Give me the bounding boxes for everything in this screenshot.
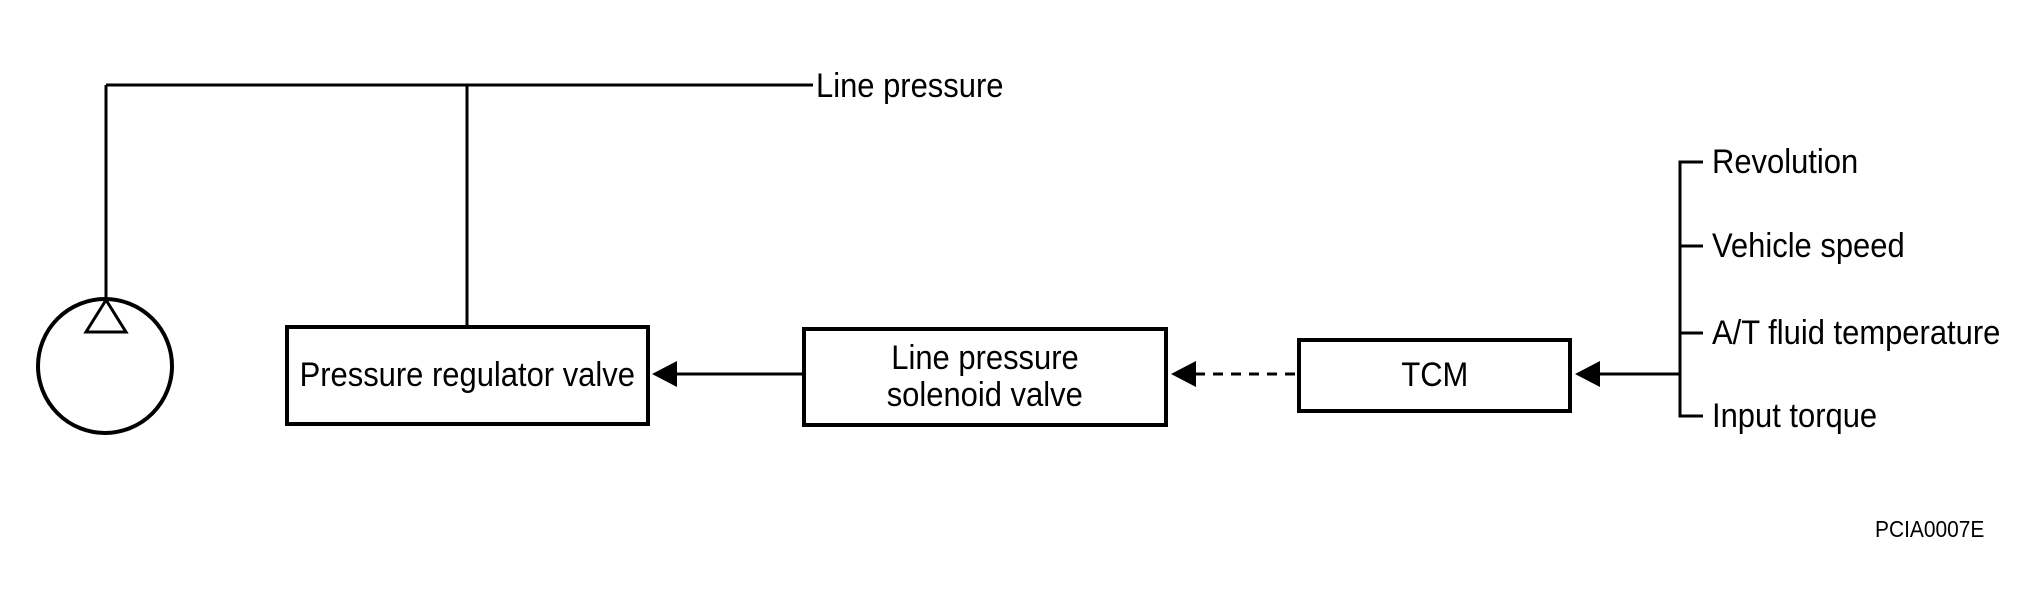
line-pressure-solenoid-valve-box: Line pressure solenoid valve — [802, 327, 1168, 427]
pressure-regulator-valve-label: Pressure regulator valve — [299, 356, 636, 394]
tcm-label: TCM — [1400, 356, 1469, 394]
arrowhead-into-regulator-icon — [652, 361, 677, 387]
line-pressure-label: Line pressure — [816, 68, 1022, 105]
input-label-input-torque: Input torque — [1712, 398, 1893, 435]
pressure-regulator-valve-box: Pressure regulator valve — [285, 325, 650, 426]
oil-pump-symbol — [36, 297, 174, 435]
pump-triangle-icon — [83, 297, 129, 334]
input-label-at-fluid-temperature-text: A/T fluid temperature — [1712, 314, 2001, 352]
input-label-revolution: Revolution — [1712, 144, 1873, 181]
figure-code: PCIA0007E — [1875, 515, 1995, 543]
solenoid-valve-label-line1: Line pressure — [891, 339, 1079, 377]
solenoid-valve-label-line2: solenoid valve — [886, 376, 1084, 414]
input-label-revolution-text: Revolution — [1712, 143, 1859, 181]
input-label-input-torque-text: Input torque — [1712, 397, 1878, 435]
figure-code-text: PCIA0007E — [1875, 516, 1985, 542]
input-tree-trunk — [1678, 160, 1703, 418]
arrowhead-into-solenoid-icon — [1171, 361, 1196, 387]
line-pressure-label-text: Line pressure — [816, 67, 1004, 105]
tcm-box: TCM — [1297, 338, 1572, 413]
arrowhead-into-tcm-icon — [1575, 361, 1600, 387]
input-label-vehicle-speed-text: Vehicle speed — [1712, 227, 1905, 265]
input-label-vehicle-speed: Vehicle speed — [1712, 228, 1924, 265]
input-label-at-fluid-temperature: A/T fluid temperature — [1712, 315, 2021, 352]
